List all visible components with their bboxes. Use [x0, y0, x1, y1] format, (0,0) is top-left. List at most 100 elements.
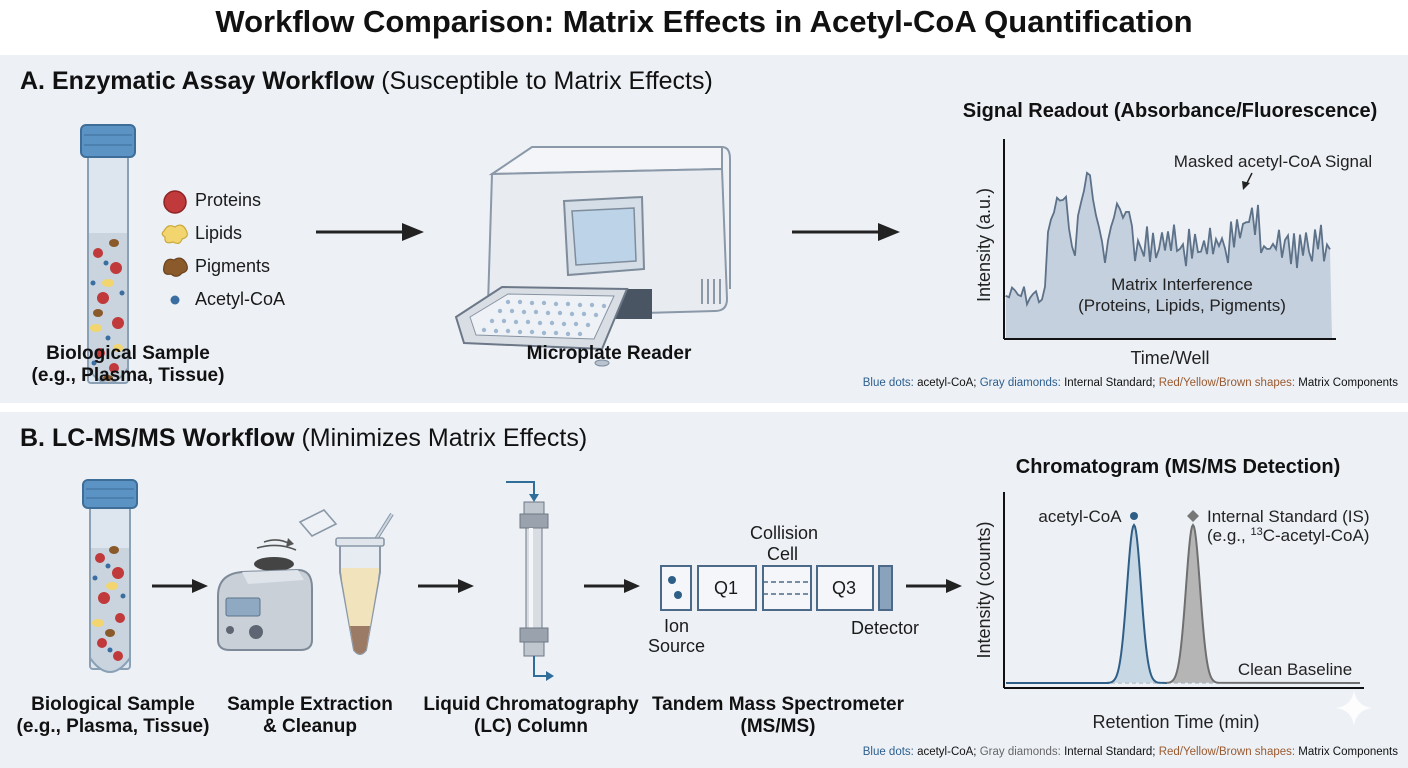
sample-tube-icon — [82, 479, 138, 673]
step-msms-line2: (MS/MS) — [740, 716, 816, 737]
panel-enzymatic-assay: A. Enzymatic Assay Workflow (Susceptible… — [0, 55, 1408, 403]
detector-box — [878, 565, 893, 611]
legend-lipids: Lipids — [195, 223, 243, 243]
footnote-b-p3: Gray diamonds: — [979, 746, 1061, 758]
footnote-b-p5: Red/Yellow/Brown shapes: — [1158, 746, 1296, 758]
signal-x-label: Time/Well — [1130, 348, 1209, 368]
chrom-y-label: Intensity (counts) — [974, 521, 994, 658]
microtube-icon — [298, 509, 394, 655]
chromatogram-title: Chromatogram (MS/MS Detection) — [1015, 456, 1341, 478]
blue-dot-icon — [170, 295, 180, 305]
arrow-right-icon — [316, 223, 424, 241]
peak2-label-2a: (e.g., — [1207, 526, 1250, 545]
q1-label: Q1 — [714, 578, 739, 598]
legend-acetyl-coa: Acetyl-CoA — [195, 289, 286, 309]
detector-label: Detector — [851, 618, 920, 638]
footnote-a-p2: acetyl-CoA; — [913, 377, 980, 389]
step-lc-line2: (LC) Column — [474, 716, 588, 737]
brown-blob-icon — [163, 257, 188, 277]
peak1-label: acetyl-CoA — [1038, 507, 1122, 526]
collision-cell-label-2: Cell — [767, 544, 799, 564]
sparkle-icon — [1336, 690, 1372, 726]
footnote-b: Blue dots: acetyl-CoA; Gray diamonds: In… — [863, 746, 1398, 758]
signal-chart-title: Signal Readout (Absorbance/Fluorescence) — [962, 100, 1378, 122]
matrix-interference-annotation: Matrix Interference — [1111, 275, 1253, 294]
ion-source-label-2: Source — [648, 636, 706, 656]
q3-label: Q3 — [832, 578, 857, 598]
mass-spectrometer-diagram — [660, 565, 893, 611]
step-msms-line1: Tandem Mass Spectrometer — [651, 694, 904, 715]
step-label-sample: Biological Sample (e.g., Plasma, Tissue) — [6, 694, 220, 738]
step-extraction-line2: & Cleanup — [263, 716, 357, 737]
footnote-a-p3: Gray diamonds: — [979, 377, 1061, 389]
sample-label-a: Biological Sample (e.g., Plasma, Tissue) — [20, 343, 236, 387]
matrix-interference-detail: (Proteins, Lipids, Pigments) — [1078, 296, 1286, 315]
sample-label-a-line2: (e.g., Plasma, Tissue) — [31, 365, 225, 386]
sample-tube-icon — [80, 124, 136, 384]
arrow-right-icon — [906, 579, 962, 593]
arrow-right-icon — [584, 579, 640, 593]
section-b-heading-rest: (Minimizes Matrix Effects) — [294, 424, 588, 452]
signal-trace — [1005, 171, 1331, 308]
arrow-right-icon — [418, 579, 474, 593]
footnote-a-p5: Red/Yellow/Brown shapes: — [1158, 377, 1296, 389]
reader-label: Microplate Reader — [526, 343, 692, 364]
footnote-b-p2: acetyl-CoA; — [913, 746, 980, 758]
page-title: Workflow Comparison: Matrix Effects in A… — [215, 4, 1193, 39]
footnote-a-p1: Blue dots: — [862, 377, 914, 389]
peak-internal-standard-fill — [1167, 525, 1219, 683]
red-circle-icon — [163, 190, 187, 214]
peak-internal-standard-line — [1166, 523, 1361, 684]
step-sample-line2: (e.g., Plasma, Tissue) — [16, 716, 210, 737]
masked-signal-arrowhead — [1242, 181, 1250, 190]
step-label-extraction: Sample Extraction & Cleanup — [214, 694, 406, 738]
q3-box — [816, 565, 874, 611]
sample-label-a-line1: Biological Sample — [46, 343, 210, 364]
yellow-blob-icon — [161, 224, 188, 245]
peak2-label-2b: C-acetyl-CoA) — [1263, 526, 1370, 545]
baseline-label: Clean Baseline — [1238, 660, 1352, 679]
masked-signal-annotation: Masked acetyl-CoA Signal — [1174, 152, 1372, 171]
step-sample-line1: Biological Sample — [31, 694, 195, 715]
lc-column-icon — [506, 481, 554, 681]
arrow-right-icon — [152, 579, 208, 593]
step-lc-line1: Liquid Chromatography — [423, 694, 639, 715]
chromatogram-chart: Intensity (counts) Retention Time (min) … — [974, 492, 1370, 732]
peak2-label-1: Internal Standard (IS) — [1207, 507, 1370, 526]
step-label-msms: Tandem Mass Spectrometer (MS/MS) — [650, 694, 906, 738]
legend-proteins: Proteins — [195, 190, 262, 210]
peak-acetyl-coa-line — [1006, 523, 1168, 684]
q1-box — [697, 565, 757, 611]
section-b-heading-bold: B. LC-MS/MS Workflow — [20, 424, 295, 452]
footnote-b-p6: Matrix Components — [1295, 746, 1398, 758]
step-label-lc: Liquid Chromatography (LC) Column — [420, 694, 642, 738]
ion-source-box — [660, 565, 692, 611]
footnote-a: Blue dots: acetyl-CoA; Gray diamonds: In… — [863, 377, 1398, 389]
ion-source-label-1: Ion — [664, 616, 690, 636]
section-a-heading-rest: (Susceptible to Matrix Effects) — [374, 67, 713, 95]
gray-diamond-icon — [1187, 510, 1199, 522]
vortex-mixer-icon — [217, 538, 313, 651]
section-b-heading: B. LC-MS/MS Workflow (Minimizes Matrix E… — [20, 424, 587, 453]
chrom-x-label: Retention Time (min) — [1092, 712, 1259, 732]
signal-area-fill — [1006, 172, 1332, 338]
arrow-right-icon — [792, 223, 900, 241]
footnote-a-p4: Internal Standard; — [1060, 377, 1159, 389]
signal-chart: Intensity (a.u.) Time/Well Masked acetyl… — [974, 139, 1372, 368]
peak2-label-2: (e.g., 13C-acetyl-CoA) — [1207, 526, 1369, 545]
peak-acetyl-coa-fill — [1108, 525, 1160, 683]
signal-y-label: Intensity (a.u.) — [974, 188, 994, 302]
footnote-b-p1: Blue dots: — [862, 746, 914, 758]
legend-pigments: Pigments — [195, 256, 271, 276]
collision-cell-box — [762, 565, 812, 611]
footnote-a-p6: Matrix Components — [1295, 377, 1398, 389]
section-a-heading-bold: A. Enzymatic Assay Workflow — [20, 67, 375, 95]
panel-lcmsms: B. LC-MS/MS Workflow (Minimizes Matrix E… — [0, 412, 1408, 768]
section-a-heading: A. Enzymatic Assay Workflow (Susceptible… — [20, 67, 713, 96]
collision-cell-label-1: Collision — [750, 523, 819, 543]
footnote-b-p4: Internal Standard; — [1060, 746, 1159, 758]
peak2-label-sup: 13 — [1250, 526, 1262, 538]
microplate-reader-icon — [454, 146, 731, 367]
step-extraction-line1: Sample Extraction — [227, 694, 393, 715]
blue-dot-icon — [1130, 512, 1138, 520]
